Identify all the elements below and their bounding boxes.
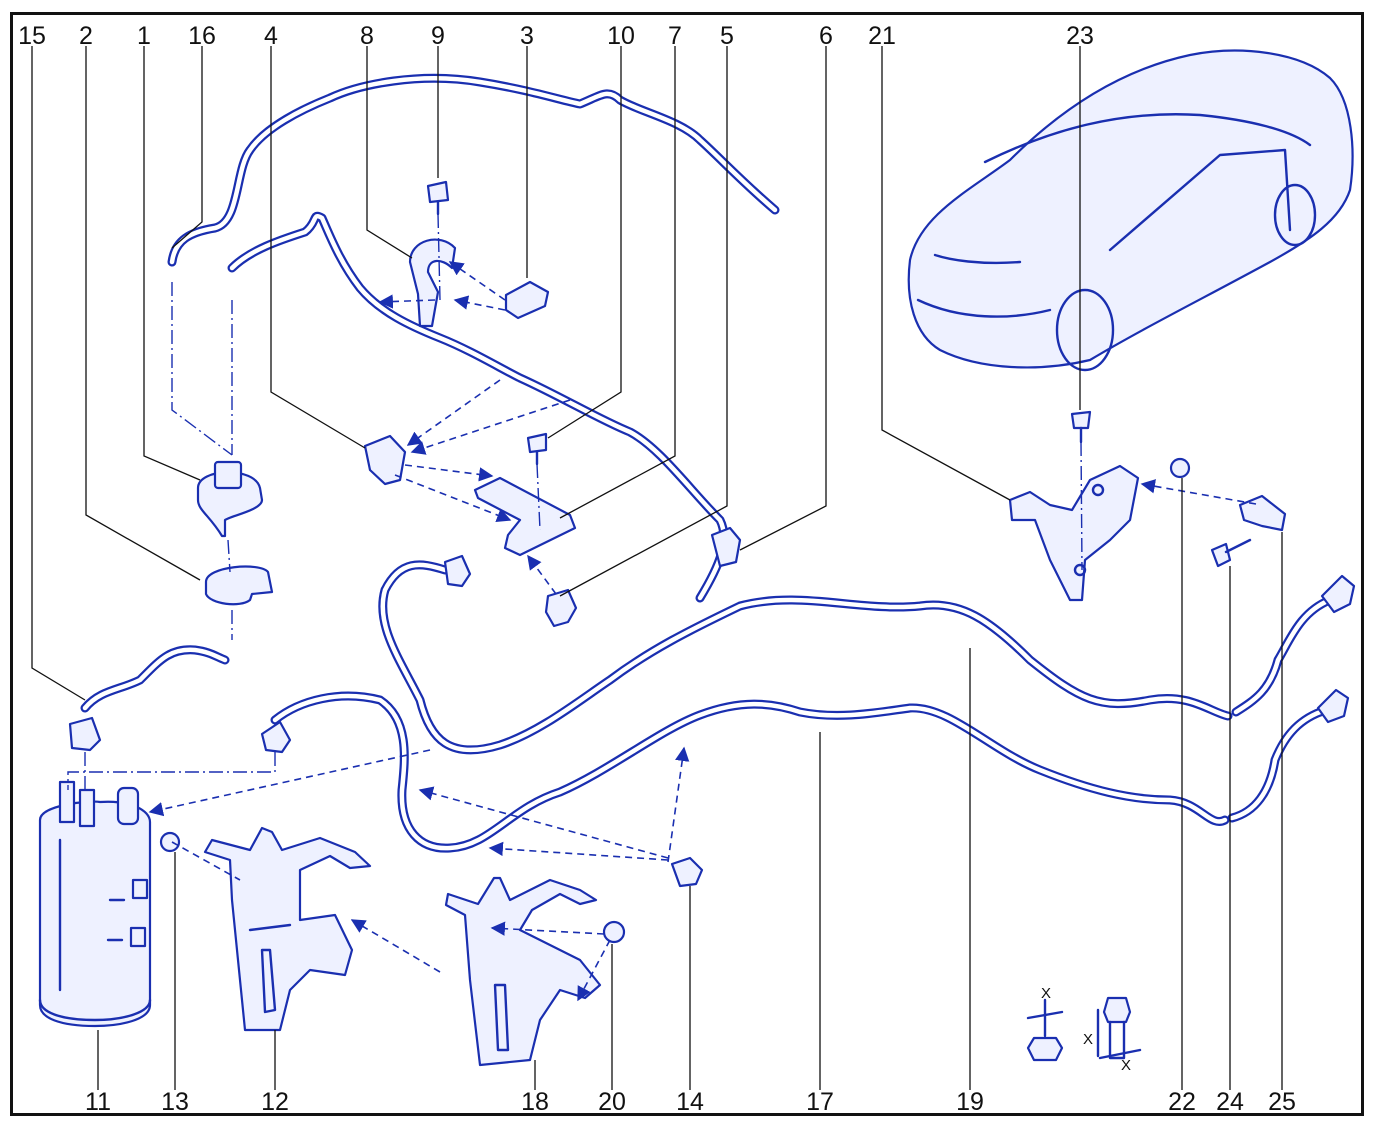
connector-3 — [504, 280, 550, 320]
callout-1: 1 — [137, 22, 151, 50]
clip-8 — [408, 238, 457, 328]
bracket-18 — [444, 876, 602, 1067]
screw-9 — [426, 180, 450, 216]
nut-20 — [602, 920, 626, 944]
callout-10: 10 — [607, 22, 635, 50]
dimension-marks: X X X — [1041, 985, 1131, 1074]
plate-7 — [473, 476, 577, 557]
screw-24 — [1210, 538, 1252, 568]
valve-1 — [196, 460, 264, 538]
fitting-hose17-end — [260, 720, 292, 754]
fitting-right-lower — [1316, 688, 1350, 724]
callout-9: 9 — [431, 22, 445, 50]
hose-17 — [270, 691, 1230, 853]
nut-13 — [159, 831, 181, 853]
screw-10 — [526, 432, 548, 466]
callout-labels: 15 2 1 16 4 8 9 3 10 7 5 6 21 23 11 13 1… — [18, 22, 1296, 1116]
hose-right-upper — [1231, 595, 1335, 717]
callout-12: 12 — [261, 1088, 289, 1116]
hose-16 — [167, 73, 780, 267]
callout-21: 21 — [868, 22, 896, 50]
nut-22 — [1169, 457, 1191, 479]
hose-4 — [227, 211, 729, 603]
leader-lines — [31, 46, 1283, 1090]
connection-lines — [67, 213, 1083, 790]
x-mark-nut: X — [1041, 985, 1051, 1002]
callout-4: 4 — [264, 22, 278, 50]
callout-2: 2 — [79, 22, 93, 50]
hose-19 — [378, 560, 1233, 755]
connector-4 — [363, 434, 407, 486]
callout-7: 7 — [668, 22, 682, 50]
callout-22: 22 — [1168, 1088, 1196, 1116]
fitting-hose19-end — [443, 554, 472, 588]
callout-8: 8 — [360, 22, 374, 50]
callout-17: 17 — [806, 1088, 834, 1116]
callout-20: 20 — [598, 1088, 626, 1116]
callout-5: 5 — [720, 22, 734, 50]
connector-6 — [710, 526, 742, 568]
callout-14: 14 — [676, 1088, 704, 1116]
callout-15: 15 — [18, 22, 46, 50]
assembly-arrows — [148, 261, 1257, 1002]
callout-3: 3 — [520, 22, 534, 50]
bracket-12 — [203, 826, 372, 1032]
x-mark-bolt-bottom: X — [1121, 1057, 1131, 1074]
hose-15 — [80, 645, 230, 713]
callout-25: 25 — [1268, 1088, 1296, 1116]
callout-13: 13 — [161, 1088, 189, 1116]
fitting-right-upper — [1320, 574, 1356, 614]
torque-symbol — [1026, 996, 1142, 1062]
callout-23: 23 — [1066, 22, 1094, 50]
callout-18: 18 — [521, 1088, 549, 1116]
bracket-21 — [1008, 464, 1140, 602]
fitting-hose15-end — [68, 716, 102, 752]
screw-23 — [1070, 410, 1092, 444]
callout-16: 16 — [188, 22, 216, 50]
hose-right-lower — [1227, 705, 1331, 823]
clip-14 — [670, 856, 704, 888]
connector-5 — [544, 588, 578, 628]
callout-11: 11 — [85, 1088, 111, 1116]
holder-2 — [204, 565, 274, 606]
x-mark-bolt-side: X — [1083, 1031, 1093, 1048]
vehicle-locator-car — [907, 49, 1354, 372]
diagram-frame — [10, 12, 1364, 1116]
canister-11 — [38, 780, 152, 1028]
callout-24: 24 — [1216, 1088, 1244, 1116]
callout-6: 6 — [819, 22, 833, 50]
callout-19: 19 — [956, 1088, 984, 1116]
clip-25 — [1238, 494, 1287, 532]
